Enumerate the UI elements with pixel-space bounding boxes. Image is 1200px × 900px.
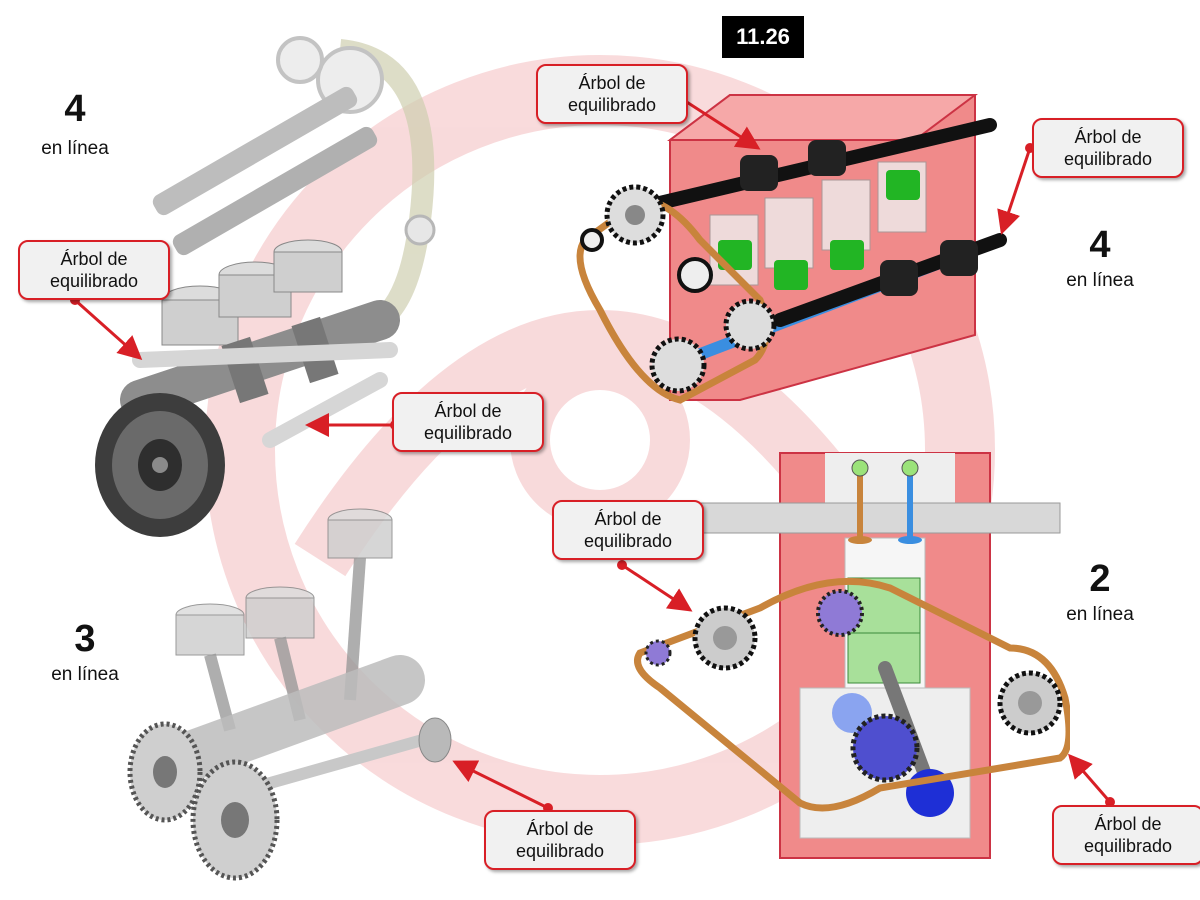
belt-icon [576, 196, 770, 404]
two-inline-engine-illustration [634, 452, 1070, 859]
config-number-three: 3 [74, 618, 96, 660]
callout-balance-shaft-four-real-right: Árbol de equilibrado [392, 392, 544, 452]
crankshaft-pulley-icon [95, 393, 225, 537]
config-label-four-real: en línea [41, 138, 109, 159]
three-inline-engine-illustration [127, 508, 452, 881]
gear-icon [580, 184, 777, 394]
camshaft-icon [152, 86, 378, 256]
config-label-two: en línea [1066, 604, 1134, 625]
config-number-four-real: 4 [64, 88, 86, 130]
balance-shaft-upper-icon [623, 118, 997, 217]
four-inline-schematic-illustration [576, 94, 1007, 404]
belt-icon [634, 577, 1070, 812]
config-label-three: en línea [51, 664, 119, 685]
four-inline-engine-illustration [95, 36, 436, 537]
config-number-four-schematic: 4 [1089, 224, 1111, 266]
callout-balance-shaft-four-schematic-right: Árbol de equilibrado [1032, 118, 1184, 178]
gear-icon [644, 589, 1063, 783]
callout-balance-shaft-four-schematic-upper: Árbol de equilibrado [536, 64, 688, 124]
config-number-two: 2 [1089, 558, 1111, 600]
callout-balance-shaft-two-left: Árbol de equilibrado [552, 500, 704, 560]
valve-icon [848, 459, 922, 544]
figure-number-badge: 11.26 [722, 16, 804, 58]
callout-balance-shaft-four-real-left: Árbol de equilibrado [18, 240, 170, 300]
piston-icon [175, 508, 393, 656]
callout-balance-shaft-three: Árbol de equilibrado [484, 810, 636, 870]
config-label-four-schematic: en línea [1066, 270, 1134, 291]
callout-balance-shaft-two-right: Árbol de equilibrado [1052, 805, 1200, 865]
gear-icon [127, 721, 280, 881]
crankshaft-icon [155, 655, 425, 785]
balance-shaft-icon [132, 342, 398, 448]
balance-shaft-lower-icon [687, 233, 1007, 364]
piston-icon [161, 239, 343, 346]
